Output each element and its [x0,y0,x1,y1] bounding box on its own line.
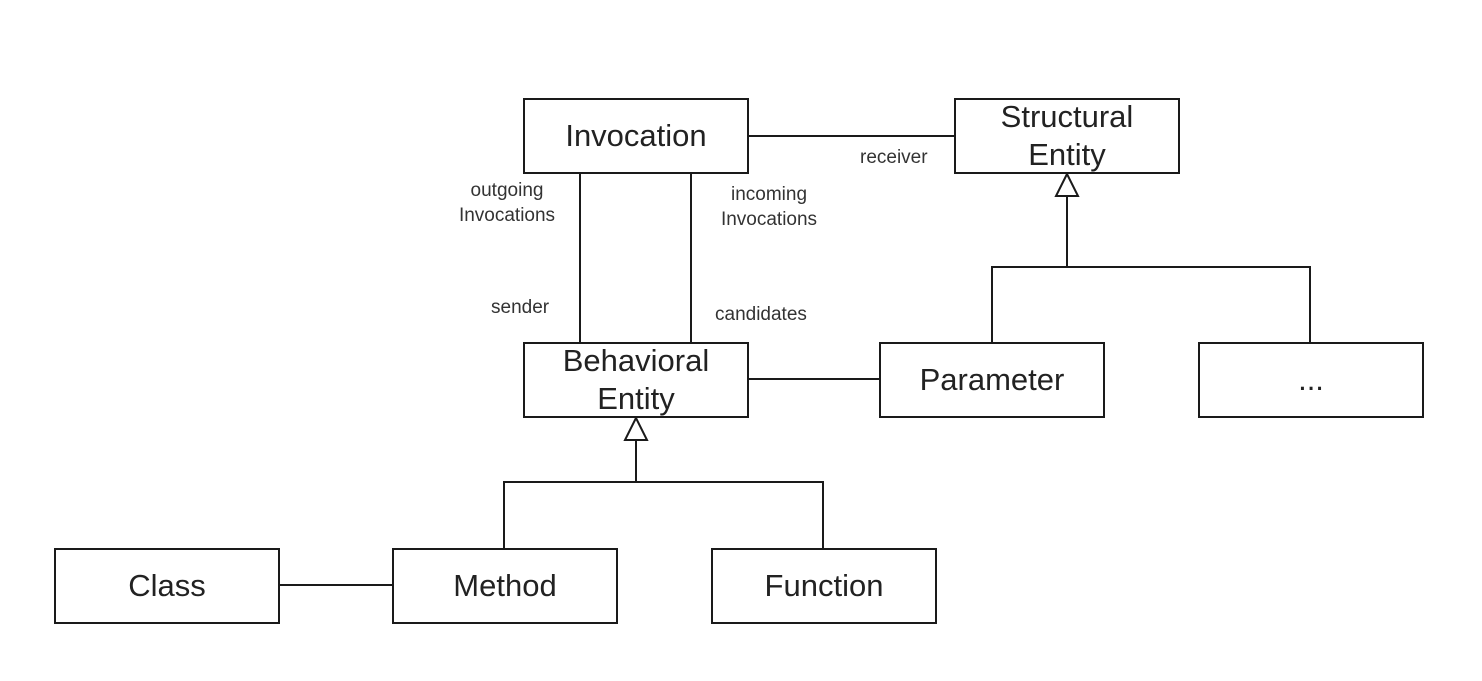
method-class-name: Method [453,568,557,603]
behavioral-entity-class-name: Behavioral Entity [562,343,710,416]
sender-role-label: sender [491,297,550,318]
structural-entity-inheritance-arrowhead [1054,171,1080,197]
method-class-box: Method [392,548,618,624]
behavioral-entity-inheritance-arrowhead [623,415,649,441]
outgoing-invocations-role-label: outgoing Invocations [458,180,556,226]
function-class-name: Function [764,568,884,603]
class-class-box: Class [54,548,280,624]
structural-entity-generalization-edge [991,266,1311,342]
parameter-class-name: Parameter [919,362,1065,397]
incoming-invocations-role-label: incoming Invocations [720,184,818,230]
parameter-class-box: Parameter [879,342,1105,418]
invocation-class-name: Invocation [565,118,707,153]
function-class-box: Function [711,548,937,624]
other-structural-entity-name: ... [1298,362,1324,397]
behavioral-entity-generalization-edge [503,481,824,548]
structural-entity-class-box: Structural Entity [954,98,1180,174]
structural-entity-class-name: Structural Entity [1000,99,1134,172]
class-class-name: Class [128,568,206,603]
candidates-role-label: candidates [715,304,807,325]
receiver-role-label: receiver [860,147,928,168]
behavioral-entity-class-box: Behavioral Entity [523,342,749,418]
invocation-class-box: Invocation [523,98,749,174]
other-structural-entity-box: ... [1198,342,1424,418]
